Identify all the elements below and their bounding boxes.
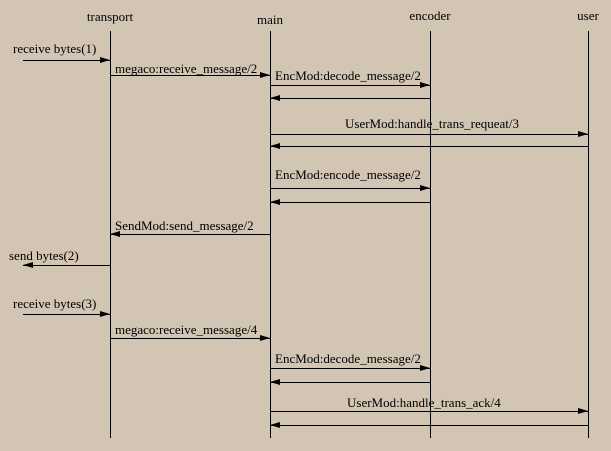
message-arrow [23,314,110,315]
message-label: EncMod:decode_message/2 [275,68,421,83]
message-arrow [110,338,270,339]
arrowhead-icon [100,311,110,317]
message-label: receive bytes(1) [13,41,97,56]
message-arrow [270,134,588,135]
lifeline-main [270,31,271,438]
message-arrow [110,75,270,76]
arrowhead-icon [270,379,280,385]
message-arrow [270,368,430,369]
arrowhead-icon [270,422,280,428]
arrowhead-icon [578,408,588,414]
message-label: megaco:receive_message/4 [115,322,258,337]
lifeline-label-user: user [577,8,599,23]
arrowhead-icon [100,57,110,63]
return-arrow [270,425,588,426]
message-arrow [270,188,430,189]
message-label: EncMod:encode_message/2 [275,167,421,182]
lifeline-label-transport: transport [86,9,134,24]
message-arrow [110,234,270,235]
arrowhead-icon [110,231,120,237]
message-label: SendMod:send_message/2 [115,218,254,233]
arrowhead-icon [260,72,270,78]
arrowhead-icon [578,131,588,137]
return-arrow [270,202,430,203]
arrowhead-icon [270,199,280,205]
arrowhead-icon [23,262,33,268]
message-arrow [23,265,110,266]
arrowhead-icon [260,335,270,341]
arrowhead-icon [270,95,280,101]
message-label: megaco:receive_message/2 [115,61,258,76]
lifeline-encoder [430,31,431,438]
arrowhead-icon [270,143,280,149]
message-arrow [270,411,588,412]
return-arrow [270,146,588,147]
message-label: receive bytes(3) [13,296,97,311]
return-arrow [270,382,430,383]
lifeline-label-main: main [257,12,283,27]
lifeline-user [588,31,589,438]
lifeline-label-encoder: encoder [409,8,451,23]
arrowhead-icon [420,82,430,88]
message-label: send bytes(2) [9,248,79,263]
arrowhead-icon [420,365,430,371]
message-label: UserMod:handle_trans_requeat/3 [345,116,520,131]
message-arrow [23,60,110,61]
return-arrow [270,98,430,99]
message-label: UserMod:handle_trans_ack/4 [347,395,501,410]
arrowhead-icon [420,185,430,191]
message-arrow [270,85,430,86]
message-label: EncMod:decode_message/2 [275,351,421,366]
